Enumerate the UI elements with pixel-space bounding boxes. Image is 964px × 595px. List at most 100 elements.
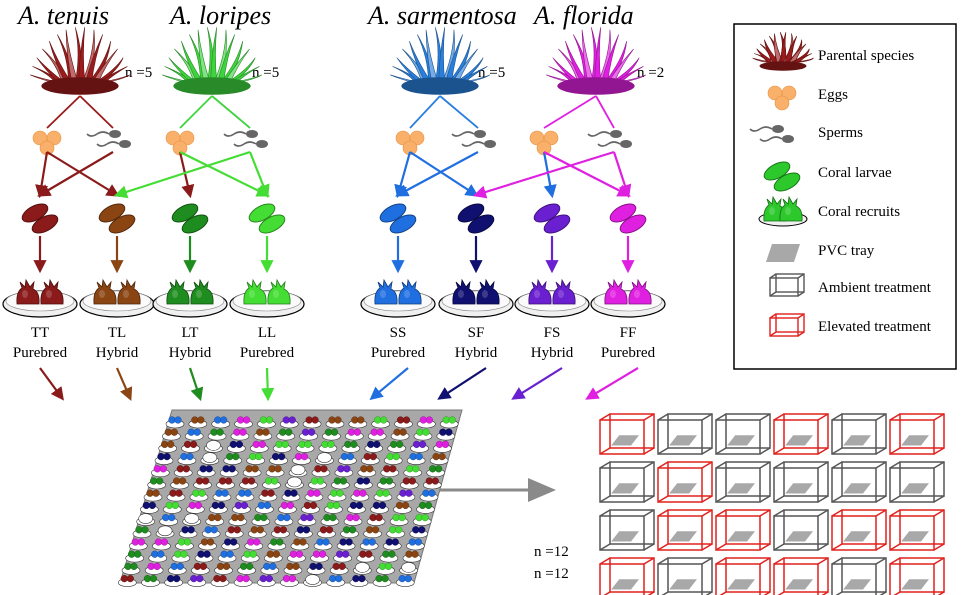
tray-recruit [379,550,399,563]
to-tray-arrow [437,367,487,400]
cross-type-lt: Hybrid [169,345,212,361]
branch-line-egg [179,95,213,129]
cross-arrow [472,150,615,199]
tray-recruit [148,550,168,563]
tray-recruit [343,513,363,526]
tray-recruit [349,574,369,587]
coral-larvae-icon [533,203,571,234]
tray-recruit [311,465,331,478]
tray-recruit [302,416,322,429]
sperm-icon [86,130,131,148]
to-tray-arrow [115,367,133,402]
cross-arrow [409,151,479,197]
tray-recruit [276,428,296,441]
tray-recruit [272,440,292,453]
tray-recruit [317,526,336,539]
cross-type-tt: Purebred [13,345,68,361]
tray-recruit [341,440,361,453]
tray-recruit [216,477,235,490]
branch-line-egg [46,95,81,129]
coral-larvae-icon [457,203,495,234]
tray-recruit [367,428,387,441]
tray-recruit [436,428,456,441]
coral-larvae-icon [98,203,136,234]
species-name-tenuis: A. tenuis [16,1,109,30]
cross-arrow [179,151,270,197]
tray-recruit [118,574,137,587]
tray-recruit [249,440,269,453]
tray-recruit [324,501,343,514]
tray-recruit [363,526,382,539]
tray-recruit [383,453,403,465]
tray-recruit [280,574,299,587]
ambient-tank [831,461,887,503]
tray-recruit [372,574,392,587]
tray-recruit [320,513,340,526]
cross-arrow [35,151,49,199]
tray-recruit [357,465,377,478]
cross-type-fs: Hybrid [531,345,574,361]
tray-recruit [171,550,191,563]
tray-recruit [406,538,425,551]
tray-recruit [267,538,287,551]
coral-larvae-icon [21,203,59,234]
tray-recruit [158,440,177,453]
tray-recruit [187,574,207,587]
cross-code-ss: SS [390,325,407,341]
tray-recruit [327,489,347,502]
legend-label-ambient: Ambient treatment [818,280,932,296]
tray-recruit [283,562,303,575]
elevated-tank [657,461,713,503]
cross-code-fs: FS [544,325,561,341]
tray-recruit [278,501,297,514]
n-count-loripes: n =5 [252,65,279,81]
tray-recruit [184,428,204,441]
elevated-tank [599,557,655,595]
tray-recruit [412,513,432,526]
tray-recruit [260,562,280,575]
species-name-florida: A. florida [532,1,634,30]
tray-recruit [295,440,315,453]
to-tray-arrow [188,367,204,402]
tray-recruit [423,477,442,490]
transfer-arrow [440,478,556,502]
eggs-icon [767,85,797,111]
coral-larvae-icon [609,203,647,234]
tray-recruit [345,428,364,441]
to-tray-arrow [511,367,563,400]
ambient-tank-icon [769,273,805,297]
tray-recruit [396,489,416,502]
tray-recruit [177,453,197,465]
tray-recruit [416,501,435,514]
tray-recruit [242,465,262,478]
eggs-icon [165,130,195,156]
tray-recruit [173,465,193,478]
tray-recruit [191,562,210,575]
elevated-tank [773,557,829,595]
cross-code-lt: LT [182,325,199,341]
tray-recruit [439,416,459,429]
tray-recruit [182,513,202,526]
tray-recruit [336,538,356,551]
tray-recruit [219,465,239,478]
tray-recruit [217,550,237,563]
tray-recruit [143,489,163,502]
tray-recruit [364,440,384,453]
elevated-tank [889,557,945,595]
ambient-count: n =12 [534,544,569,560]
elevated-tank [773,413,829,455]
ambient-tank [715,413,771,455]
tray-recruit [334,465,354,478]
tray-recruit [393,501,412,514]
coral-colony-loripes [162,27,263,95]
tray-recruit [181,440,200,453]
tray-recruit [223,453,243,465]
tray-recruit [248,526,267,539]
tray-recruit [144,562,164,575]
tray-recruit [210,574,230,587]
legend-label-parental: Parental species [818,48,914,64]
tray-recruit [251,513,271,526]
tray-recruit [285,476,304,490]
tray-recruit [400,477,419,490]
tray-recruit [162,428,181,441]
